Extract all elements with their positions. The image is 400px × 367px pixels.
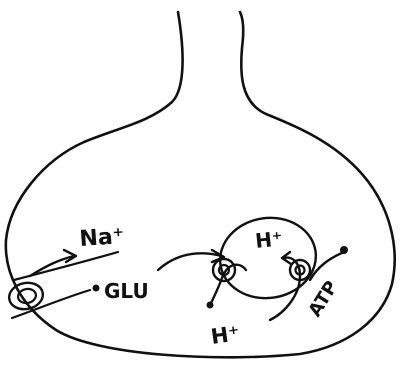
atp-dot [340,246,348,254]
glutamate-dot [93,285,100,292]
glutamate-label: GLU [104,279,149,303]
outside-proton-label: H⁺ [209,321,241,349]
antiporter-proton-dot [207,302,214,309]
transport-line-lower [12,290,90,318]
axon-outline-left [6,12,395,357]
synaptic-vesicle [215,212,321,305]
sodium-label: Na⁺ [79,224,126,252]
vesicle-proton-label: H⁺ [254,226,284,253]
atp-label: ATP [304,277,342,320]
